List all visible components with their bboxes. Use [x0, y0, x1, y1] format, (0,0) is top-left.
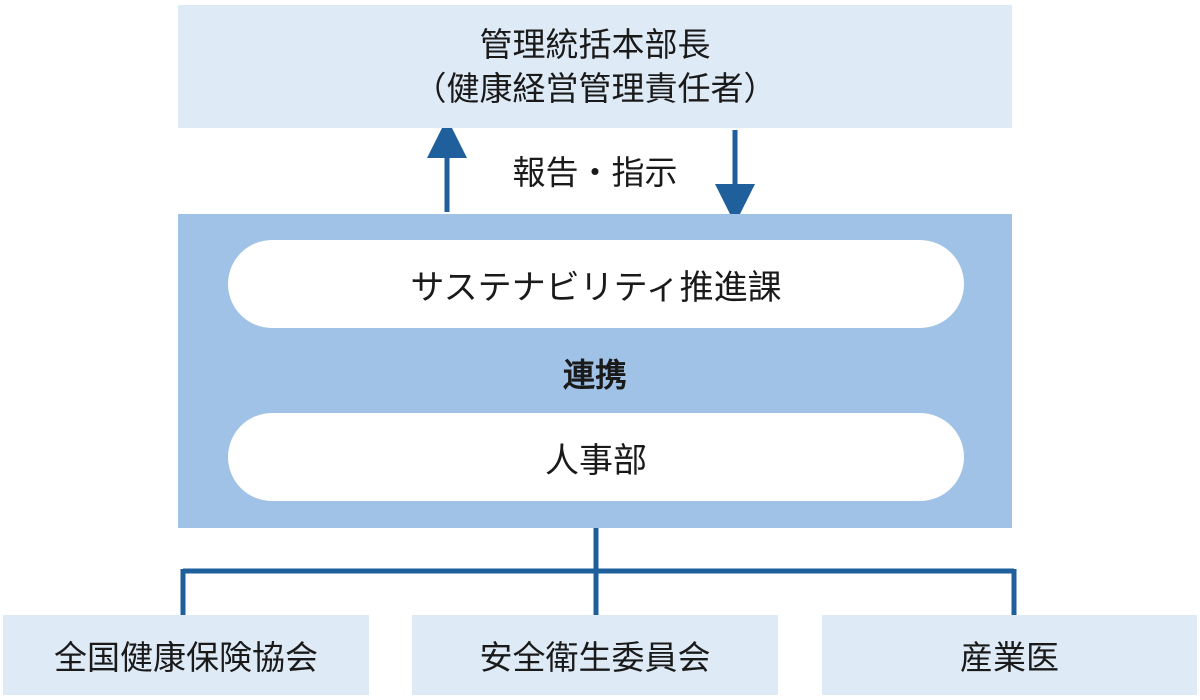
hr-dept-pill: 人事部 [228, 413, 964, 501]
industrial-physician-box: 産業医 [822, 615, 1197, 695]
department-group-box: サステナビリティ推進課 連携 人事部 [178, 214, 1012, 528]
top-executive-box: 管理統括本部長 （健康経営管理責任者） [178, 5, 1012, 128]
top-title: 管理統括本部長 [479, 24, 711, 64]
health-insurance-box: 全国健康保険協会 [3, 615, 369, 695]
safety-committee-box: 安全衛生委員会 [412, 615, 778, 695]
sustainability-dept-pill: サステナビリティ推進課 [228, 240, 964, 328]
top-subtitle: （健康経営管理責任者） [413, 68, 777, 108]
report-instruction-label: 報告・指示 [512, 153, 678, 192]
cooperation-label: 連携 [562, 356, 627, 394]
